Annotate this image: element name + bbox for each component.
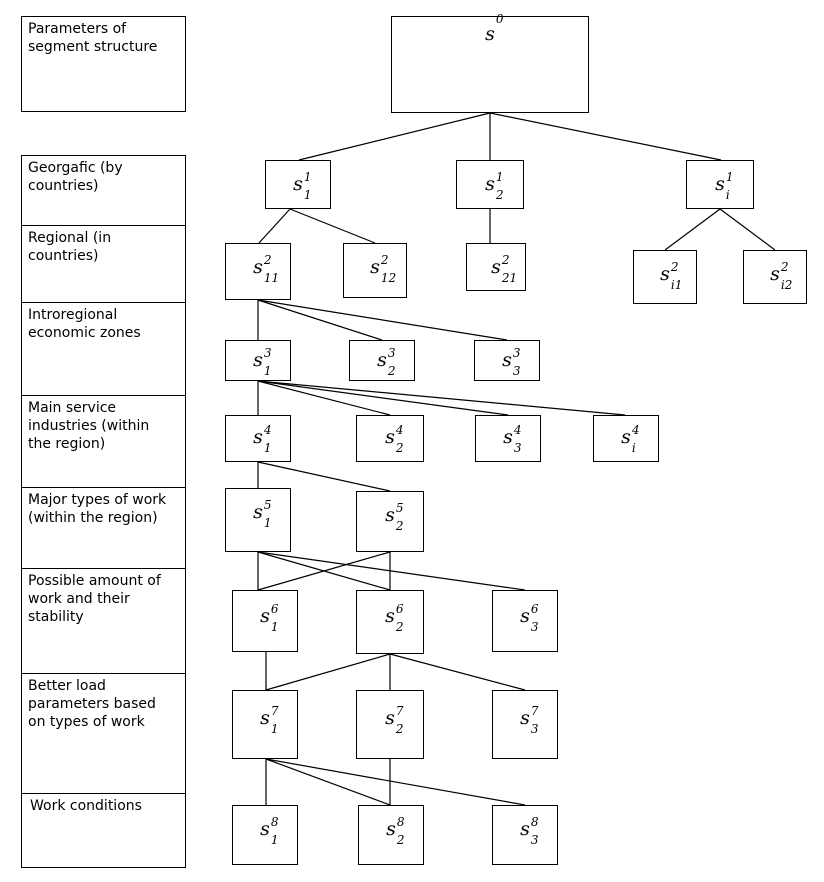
node-s2-i1-base: s bbox=[660, 263, 670, 285]
node-s6-3-base: s bbox=[520, 605, 530, 627]
node-s5-2-base: s bbox=[385, 504, 395, 526]
node-s7-1-base: s bbox=[260, 707, 270, 729]
node-s6-1-base: s bbox=[260, 605, 270, 627]
node-s2-i2-base: s bbox=[770, 263, 780, 285]
node-s4-1-base: s bbox=[253, 426, 263, 448]
node-s8-1-base: s bbox=[260, 818, 270, 840]
edge-s1-1-s2-12 bbox=[289, 208, 376, 244]
node-s7-3-base: s bbox=[520, 707, 530, 729]
node-s3-1-base: s bbox=[253, 349, 263, 371]
edge-s7-1-s8-2 bbox=[265, 758, 391, 806]
level-label-parameters: Parameters of segment structure bbox=[21, 16, 186, 112]
edge-s5-2-s6-1 bbox=[257, 551, 391, 591]
node-s4-3-base: s bbox=[503, 426, 513, 448]
level-label-load-parameters: Better load parameters based on types of… bbox=[21, 673, 186, 794]
edge-s4-1-s5-2 bbox=[257, 461, 391, 492]
edge-s0-s1-1 bbox=[298, 112, 491, 161]
node-s7-2-base: s bbox=[385, 707, 395, 729]
node-s4-2-base: s bbox=[385, 426, 395, 448]
edge-s1-1-s2-11 bbox=[258, 208, 291, 244]
node-s2-11-base: s bbox=[253, 256, 263, 278]
node-s1-2-base: s bbox=[485, 173, 495, 195]
edge-s1-i-s2-i2 bbox=[719, 208, 776, 251]
node-s8-2-base: s bbox=[386, 818, 396, 840]
node-s4-i-base: s bbox=[621, 426, 631, 448]
node-s1-i-base: s bbox=[715, 173, 725, 195]
edge-s6-2-s7-1 bbox=[265, 653, 391, 691]
node-s6-2-base: s bbox=[385, 605, 395, 627]
node-s5-1-base: s bbox=[253, 501, 263, 523]
level-label-regional-text: Regional (in countries) bbox=[28, 230, 112, 264]
edge-s3-1-s4-3 bbox=[257, 380, 509, 416]
edge-s1-i-s2-i1 bbox=[664, 208, 721, 251]
edge-s3-1-s4-2 bbox=[257, 380, 391, 416]
node-s2-12-base: s bbox=[370, 256, 380, 278]
edge-s6-2-s7-3 bbox=[389, 653, 526, 691]
edge-s0-s1-i bbox=[489, 112, 722, 161]
edge-s2-11-s3-3 bbox=[257, 299, 508, 341]
node-s3-3-base: s bbox=[502, 349, 512, 371]
node-s8-3-base: s bbox=[520, 818, 530, 840]
edge-s7-1-s8-3 bbox=[265, 758, 526, 806]
edge-s5-1-s6-3 bbox=[257, 551, 526, 591]
level-label-types-of-work: Major types of work (within the region) bbox=[21, 487, 186, 569]
edge-s2-11-s3-2 bbox=[257, 299, 383, 341]
level-label-work-conditions: Work conditions bbox=[21, 793, 186, 868]
edge-s3-1-s4-i bbox=[257, 380, 626, 416]
node-s1-1-base: s bbox=[293, 173, 303, 195]
node-s0-base: s bbox=[485, 23, 495, 45]
node-s3-2-base: s bbox=[377, 349, 387, 371]
level-label-service-industries: Main service industries (within the regi… bbox=[21, 395, 186, 488]
node-s2-21-base: s bbox=[491, 256, 501, 278]
